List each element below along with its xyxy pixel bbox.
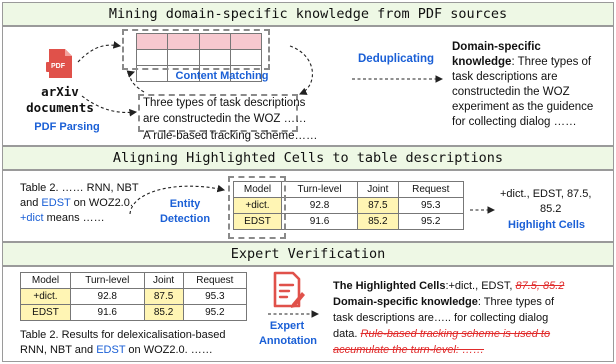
- s2-table-header: Model Turn-level Joint Request: [233, 181, 465, 198]
- table-row: +dict. 92.8 87.5 95.3: [233, 197, 465, 214]
- s2-result-line1: +dict., EDST, 87.5,: [500, 188, 592, 200]
- s3-knowledge-struck1: Rule-based tracking scheme is used to: [360, 328, 551, 340]
- s2-r1c2: 85.2: [357, 213, 399, 230]
- table-row: +dict. 92.8 87.5 95.3: [20, 288, 248, 305]
- s3-caption-c: on WOZ2.0. ……: [125, 344, 213, 356]
- s3-cells-title: The Highlighted Cells: [333, 280, 446, 292]
- knowledge-text2: task descriptions are: [452, 71, 558, 83]
- s2-caption-c: on WOZ2.0.: [70, 197, 133, 209]
- s3-caption-edst: EDST: [96, 344, 126, 356]
- highlight-cells-label: Highlight Cells: [508, 219, 585, 231]
- s2-r1c3: 95.2: [397, 213, 465, 230]
- content-matching-label: Content Matching: [175, 70, 269, 82]
- s2-h3: Request: [397, 181, 465, 198]
- s3-knowledge-text1: : Three types of: [477, 296, 555, 308]
- s2-h1: Turn-level: [280, 181, 359, 198]
- s3-r0c1: 92.8: [70, 288, 145, 305]
- snippet-line1: Three types of task descriptions: [143, 97, 306, 109]
- s2-caption-means: means ……: [43, 212, 105, 224]
- source-line2: documents: [26, 100, 94, 115]
- s3-r1c2: 85.2: [143, 304, 184, 321]
- knowledge-text4: experiment as the guidence: [452, 101, 594, 113]
- s2-caption-line2: and EDST on WOZ2.0.: [20, 197, 133, 209]
- expert-label: Expert: [269, 320, 305, 332]
- pdf-file-icon: PDF: [46, 48, 74, 80]
- model-col-dash-frame: [228, 176, 286, 239]
- s3-knowledge-line3: data. Rule-based tracking scheme is used…: [333, 328, 550, 340]
- s3-r0c3: 95.3: [182, 288, 248, 305]
- stage1-header: Mining domain-specific knowledge from PD…: [2, 2, 614, 26]
- annotation-label: Annotation: [258, 335, 318, 347]
- snippet-line2: are constructedin the WOZ ……: [143, 113, 307, 125]
- s2-result-line2: 85.2: [540, 203, 562, 215]
- s2-h2: Joint: [357, 181, 399, 198]
- s2-r0c2: 87.5: [357, 197, 399, 214]
- s2-table: Model Turn-level Joint Request +dict. 92…: [233, 181, 465, 230]
- s3-knowledge-text3: data.: [333, 328, 361, 340]
- s3-cells-line: The Highlighted Cells:+dict., EDST, 87.5…: [333, 280, 564, 292]
- knowledge-text5: for collecting dialog ……: [452, 116, 577, 128]
- knowledge-text-line1: knowledge: Three types of: [452, 56, 591, 68]
- source-line1: arXiv: [41, 84, 79, 99]
- s2-r1c1: 91.6: [280, 213, 359, 230]
- annotation-document-icon: [271, 270, 305, 310]
- knowledge-text3: constructedin the WOZ: [452, 86, 570, 98]
- table-row: EDST 91.6 85.2 95.2: [20, 304, 248, 321]
- s3-cells-struck: 87.5, 85.2: [515, 280, 565, 292]
- knowledge-text1: : Three types of: [511, 56, 592, 68]
- s3-r1c0: EDST: [20, 304, 71, 321]
- grid-dash-frame: [122, 29, 270, 70]
- s3-r1c1: 91.6: [70, 304, 145, 321]
- s3-knowledge-title: Domain-specific knowledge: [333, 296, 478, 308]
- s3-knowledge-struck2: accumulate the turn-level: ……: [333, 344, 485, 356]
- s3-h1: Turn-level: [70, 272, 145, 289]
- s2-caption-dict: +dict: [20, 212, 44, 224]
- knowledge-title2: knowledge: [452, 56, 512, 68]
- snippet-dash-box: [138, 94, 298, 132]
- s2-r1c0: EDST: [233, 213, 282, 230]
- stage3-header: Expert Verification: [2, 242, 614, 266]
- s3-r0c0: +dict.: [20, 288, 71, 305]
- s3-h3: Request: [182, 272, 248, 289]
- s3-r1c3: 95.2: [182, 304, 248, 321]
- s2-caption-edst: EDST: [41, 197, 71, 209]
- s2-r0c0: +dict.: [233, 197, 282, 214]
- knowledge-title: Domain-specific: [452, 41, 541, 53]
- entity-label1: Entity: [169, 198, 201, 210]
- s3-table-header: Model Turn-level Joint Request: [20, 272, 248, 289]
- s2-caption-line1: Table 2. …… RNN, NBT: [20, 182, 139, 194]
- s3-knowledge-line1: Domain-specific knowledge: Three types o…: [333, 296, 554, 308]
- table-row: EDST 91.6 85.2 95.2: [233, 213, 465, 230]
- snippet-line3: A rule-based tracking scheme……: [143, 130, 318, 142]
- s3-caption-line2: RNN, NBT and EDST on WOZ2.0. ……: [20, 344, 213, 356]
- s3-h2: Joint: [143, 272, 184, 289]
- s3-cells-text: :+dict., EDST,: [445, 280, 516, 292]
- pdf-parsing-label: PDF Parsing: [34, 121, 100, 133]
- s3-table: Model Turn-level Joint Request +dict. 92…: [20, 272, 248, 321]
- stage2-header: Aligning Highlighted Cells to table desc…: [2, 146, 614, 170]
- s2-caption-line3: +dict means ……: [20, 212, 105, 224]
- s2-caption-a: and: [20, 197, 42, 209]
- deduplicating-label: Deduplicating: [358, 53, 435, 65]
- s2-r0c3: 95.3: [397, 197, 465, 214]
- s3-h0: Model: [20, 272, 71, 289]
- s2-r0c1: 92.8: [280, 197, 359, 214]
- pdf-badge-text: PDF: [51, 63, 65, 70]
- s3-knowledge-text2: task descriptions are….. for collecting …: [333, 312, 549, 324]
- s3-caption-line1: Table 2. Results for delexicalisation-ba…: [20, 329, 226, 341]
- s3-caption-a: RNN, NBT and: [20, 344, 97, 356]
- entity-label2: Detection: [159, 213, 211, 225]
- s3-r0c2: 87.5: [143, 288, 184, 305]
